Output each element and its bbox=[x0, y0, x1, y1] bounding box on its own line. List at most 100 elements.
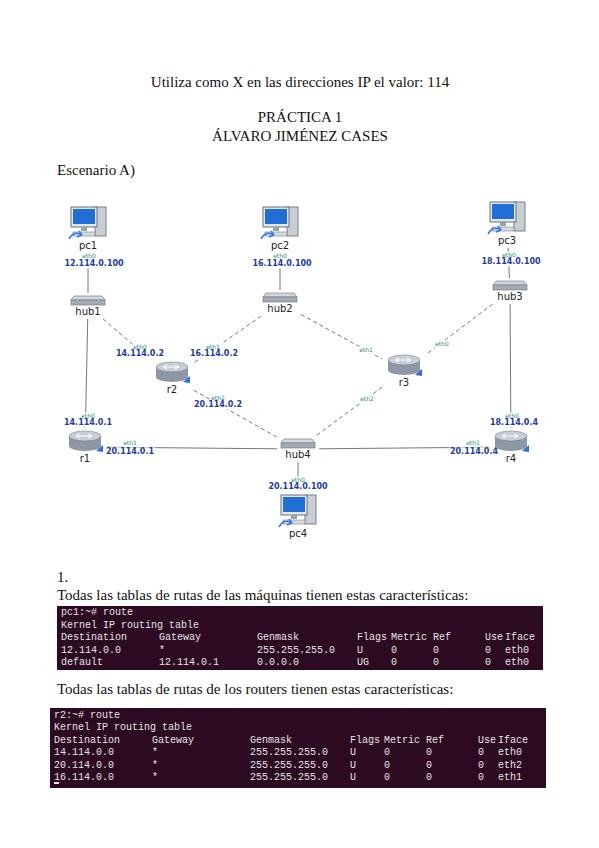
terminal-text: 255.255.255.0 bbox=[250, 760, 328, 772]
network-link bbox=[301, 315, 382, 359]
interface-name: eth0 bbox=[272, 253, 288, 260]
ip-address: 20.114.0.2 bbox=[193, 400, 243, 409]
computer-node: pc3 bbox=[485, 199, 529, 247]
hub-icon bbox=[262, 291, 298, 303]
terminal-text: U bbox=[357, 645, 363, 657]
page-title: PRÁCTICA 1 bbox=[258, 109, 343, 126]
node-name: hub2 bbox=[260, 303, 300, 315]
pc-icon bbox=[278, 492, 318, 528]
node-name: pc1 bbox=[66, 240, 110, 252]
interface-name: eth1 bbox=[358, 347, 374, 354]
router-node: r4 bbox=[490, 429, 532, 465]
node-name: pc4 bbox=[276, 528, 320, 540]
router-node: r1 bbox=[64, 429, 106, 465]
terminal-text: Iface bbox=[498, 735, 528, 747]
ip-address: 20.114.0.4 bbox=[449, 447, 499, 456]
node-name: hub1 bbox=[68, 306, 108, 318]
interface-name: eth1 bbox=[465, 440, 481, 447]
hub-node: hub4 bbox=[278, 437, 318, 461]
terminal-text: eth0 bbox=[505, 658, 529, 670]
hub-node: hub2 bbox=[260, 291, 300, 315]
computer-node: pc4 bbox=[276, 492, 320, 540]
router-node: r3 bbox=[383, 353, 425, 389]
document-text: Todas las tablas de rutas de las máquina… bbox=[57, 587, 468, 604]
terminal-text: 0 bbox=[433, 658, 439, 670]
node-name: hub4 bbox=[278, 449, 318, 461]
terminal-text: Ref bbox=[426, 735, 444, 747]
document-text: ÁLVARO JIMÉNEZ CASES bbox=[212, 128, 388, 145]
terminal-text: U bbox=[350, 772, 356, 784]
terminal-text: Kernel IP routing table bbox=[54, 723, 192, 735]
terminal-text: * bbox=[152, 772, 158, 784]
terminal-text: eth2 bbox=[498, 760, 522, 772]
terminal-text: Genmask bbox=[250, 735, 292, 747]
terminal-text: 0 bbox=[384, 747, 390, 759]
pc-icon bbox=[260, 204, 300, 240]
node-name: hub3 bbox=[490, 291, 530, 303]
terminal-text: 0 bbox=[384, 760, 390, 772]
hub-node: hub3 bbox=[490, 279, 530, 303]
ip-address: 14.114.0.2 bbox=[115, 349, 165, 358]
hub-icon bbox=[70, 294, 106, 306]
terminal-text: Use bbox=[485, 632, 503, 644]
terminal-text: Destination bbox=[61, 632, 127, 644]
ip-address: 12.114.0.100 bbox=[63, 259, 124, 268]
terminal-text: 14.114.0.0 bbox=[54, 747, 114, 759]
terminal-screenshot bbox=[50, 708, 546, 788]
interface-name: eth2 bbox=[359, 396, 375, 403]
terminal-text: 12.114.0.0 bbox=[61, 645, 121, 657]
document-text: 1. bbox=[57, 569, 68, 586]
terminal-text: * bbox=[152, 760, 158, 772]
node-name: pc2 bbox=[258, 240, 302, 252]
terminal-text: 0 bbox=[485, 645, 491, 657]
terminal-text: 0 bbox=[391, 645, 397, 657]
terminal-text: Genmask bbox=[257, 632, 299, 644]
terminal-text: 0 bbox=[478, 772, 484, 784]
terminal-text: Metric bbox=[391, 632, 427, 644]
interface-name: eth0 bbox=[434, 341, 450, 348]
router-icon bbox=[385, 353, 423, 377]
node-name: r4 bbox=[490, 453, 532, 465]
terminal-text: r2:~# route bbox=[54, 710, 120, 722]
terminal-text: UG bbox=[357, 658, 369, 670]
network-link bbox=[194, 390, 277, 437]
network-link bbox=[316, 387, 382, 436]
terminal-text: 0 bbox=[426, 747, 432, 759]
ip-address: 18.114.0.100 bbox=[480, 257, 541, 266]
ip-address: 20.114.0.1 bbox=[105, 447, 155, 456]
node-name: r1 bbox=[64, 453, 106, 465]
terminal-text: Gateway bbox=[159, 632, 201, 644]
router-icon bbox=[153, 360, 191, 384]
terminal-text: 255.255.255.0 bbox=[257, 645, 335, 657]
terminal-text: Metric bbox=[384, 735, 420, 747]
ip-address: 16.114.0.100 bbox=[251, 259, 312, 268]
pc-icon bbox=[68, 204, 108, 240]
document-text: Escenario A) bbox=[57, 162, 135, 179]
terminal-text: 0 bbox=[426, 772, 432, 784]
terminal-text: U bbox=[350, 760, 356, 772]
terminal-text: Ref bbox=[433, 632, 451, 644]
ip-address: 18.114.0.4 bbox=[489, 418, 539, 427]
terminal-text: 0 bbox=[426, 760, 432, 772]
terminal-text: * bbox=[152, 747, 158, 759]
interface-name: eth0 bbox=[81, 253, 97, 260]
terminal-text: Flags bbox=[350, 735, 380, 747]
node-name: r2 bbox=[151, 384, 193, 396]
computer-node: pc2 bbox=[258, 204, 302, 252]
terminal-text: Destination bbox=[54, 735, 120, 747]
terminal-text: Iface bbox=[505, 632, 535, 644]
ip-address: 14.114.0.1 bbox=[63, 418, 113, 427]
terminal-text: Use bbox=[478, 735, 496, 747]
terminal-screenshot bbox=[57, 606, 543, 670]
terminal-text: 0.0.0.0 bbox=[257, 658, 299, 670]
terminal-text: 0 bbox=[478, 747, 484, 759]
terminal-text: eth1 bbox=[498, 772, 522, 784]
network-link bbox=[426, 304, 493, 354]
terminal-text: 0 bbox=[433, 645, 439, 657]
network-link bbox=[510, 304, 512, 428]
terminal-text: 255.255.255.0 bbox=[250, 747, 328, 759]
terminal-text: * bbox=[159, 645, 165, 657]
terminal-text: Kernel IP routing table bbox=[61, 620, 199, 632]
hub-icon bbox=[280, 437, 316, 449]
